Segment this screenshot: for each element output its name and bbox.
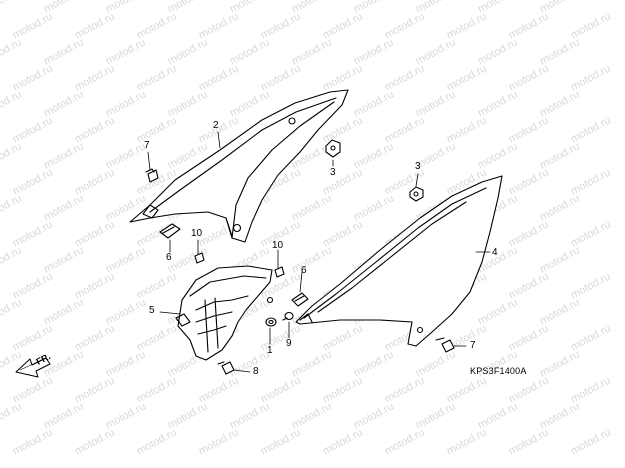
grommet-6-right	[291, 292, 309, 307]
nut-3-lower	[409, 186, 424, 202]
side-cover-left	[295, 175, 503, 347]
callout-6-left: 6	[166, 252, 172, 263]
callout-10-a: 10	[191, 228, 203, 239]
grommet-6-left	[159, 223, 181, 239]
screw-10-b	[274, 266, 285, 278]
bolt-8	[217, 361, 235, 375]
callout-7-lower: 7	[470, 340, 476, 351]
callout-4: 4	[492, 247, 498, 258]
side-cover-right	[129, 89, 349, 243]
bolt-7-lower	[435, 337, 455, 353]
callout-1: 1	[267, 345, 273, 356]
callout-6-right: 6	[301, 265, 307, 276]
collar-1	[265, 317, 277, 327]
callout-2: 2	[213, 120, 219, 131]
callout-3-lower: 3	[415, 161, 421, 172]
callout-8: 8	[253, 366, 259, 377]
bolt-7-upper	[145, 168, 159, 183]
nut-3-upper	[325, 139, 341, 158]
diagram-code: KPS3F1400A	[470, 366, 527, 376]
callout-9: 9	[286, 338, 292, 349]
screw-10-a	[194, 252, 205, 264]
callout-7-upper: 7	[144, 140, 150, 151]
callout-3-upper: 3	[330, 167, 336, 178]
leader-lines	[147, 131, 491, 373]
front-direction-arrow-icon	[15, 357, 51, 378]
bolt-9	[282, 311, 294, 321]
callout-10-b: 10	[272, 240, 284, 251]
callout-5: 5	[149, 305, 155, 316]
inner-duct-bracket	[175, 265, 274, 361]
